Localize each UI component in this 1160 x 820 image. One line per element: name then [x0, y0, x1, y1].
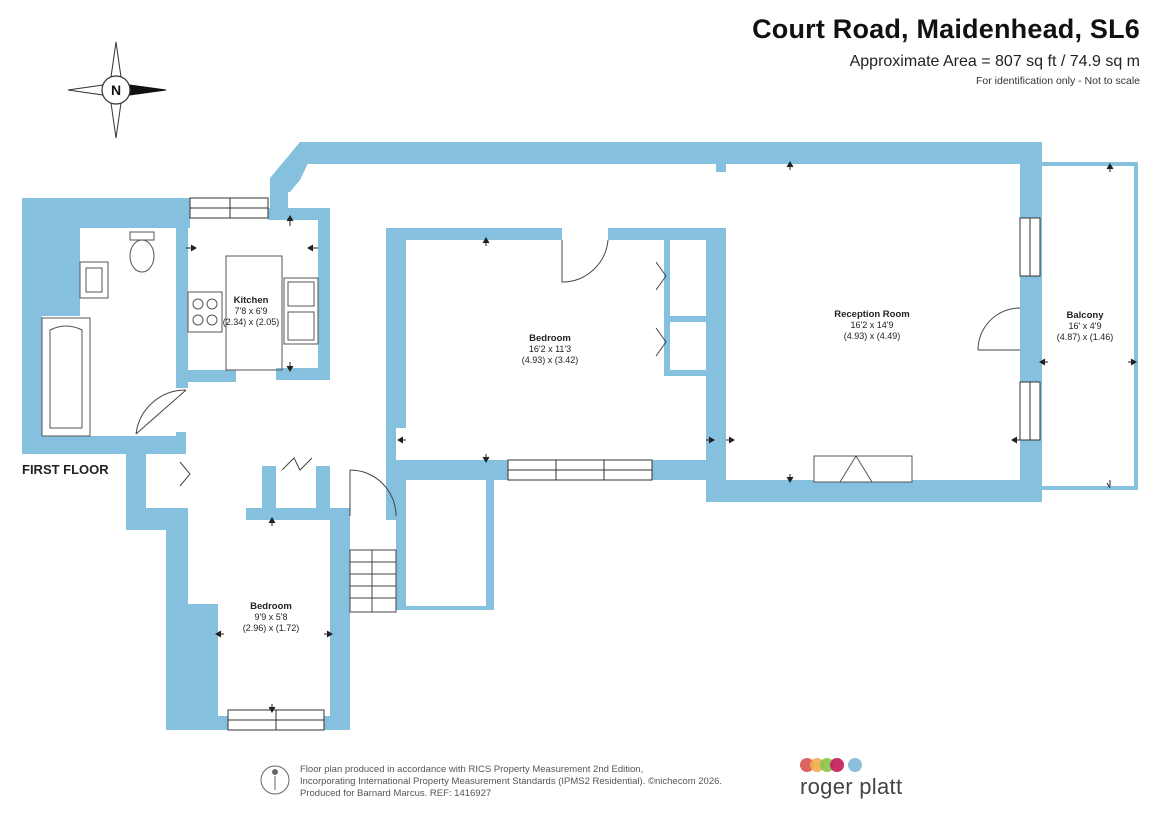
walls	[22, 142, 1138, 730]
staircase	[349, 549, 397, 613]
kitchen-fixtures	[187, 255, 319, 371]
brand-logo: roger platt	[800, 758, 902, 800]
area-summary: Approximate Area = 807 sq ft / 74.9 sq m	[849, 53, 1140, 70]
room-name: Bedroom	[529, 333, 571, 344]
compass-label: N	[111, 82, 121, 98]
doors	[135, 239, 1021, 517]
room-dimension-metric: (4.93) x (3.42)	[522, 355, 579, 365]
brand-name: roger platt	[800, 774, 903, 799]
room-dimension-imperial: 16'2 x 14'9	[851, 320, 894, 330]
footer-line-1: Floor plan produced in accordance with R…	[300, 764, 644, 775]
compass-icon: N	[67, 41, 167, 139]
dimension-markers	[186, 161, 1137, 713]
floor-label: FIRST FLOOR	[22, 462, 109, 477]
room-dimension-imperial: 9'9 x 5'8	[255, 612, 288, 622]
header: Court Road, Maidenhead, SL6 Approximate …	[752, 14, 1140, 87]
room-bedroom-main: Bedroom 16'2 x 11'3 (4.93) x (3.42)	[522, 333, 579, 365]
footer-notes: Floor plan produced in accordance with R…	[300, 764, 760, 800]
room-dimension-imperial: 16' x 4'9	[1069, 321, 1102, 331]
logo-dot	[830, 758, 844, 772]
room-dimension-metric: (2.96) x (1.72)	[243, 623, 300, 633]
logo-dots-icon	[800, 758, 902, 772]
windows	[189, 197, 1041, 731]
disclaimer: For identification only - Not to scale	[976, 75, 1140, 87]
room-name: Balcony	[1067, 310, 1105, 321]
room-balcony: Balcony 16' x 4'9 (4.87) x (1.46)	[1057, 310, 1114, 342]
room-name: Reception Room	[834, 309, 909, 320]
footer-line-3: Produced for Barnard Marcus. REF: 141692…	[300, 788, 492, 799]
logo-dot	[848, 758, 862, 772]
room-name: Bedroom	[250, 601, 292, 612]
fireplace	[813, 455, 913, 483]
bathroom-fixtures	[41, 231, 155, 437]
room-name: Kitchen	[234, 295, 269, 306]
room-bedroom-small: Bedroom 9'9 x 5'8 (2.96) x (1.72)	[243, 601, 300, 633]
room-dimension-metric: (4.93) x (4.49)	[844, 331, 901, 341]
room-dimension-imperial: 7'8 x 6'9	[235, 306, 268, 316]
room-dimension-imperial: 16'2 x 11'3	[529, 344, 571, 354]
room-reception: Reception Room 16'2 x 14'9 (4.93) x (4.4…	[834, 309, 909, 341]
page-title: Court Road, Maidenhead, SL6	[752, 14, 1140, 44]
footer-line-2: Incorporating International Property Mea…	[300, 776, 723, 787]
info-person-icon	[260, 765, 290, 795]
room-kitchen: Kitchen 7'8 x 6'9 (2.34) x (2.05)	[223, 295, 280, 327]
room-dimension-metric: (4.87) x (1.46)	[1057, 332, 1114, 342]
room-dimension-metric: (2.34) x (2.05)	[223, 317, 280, 327]
